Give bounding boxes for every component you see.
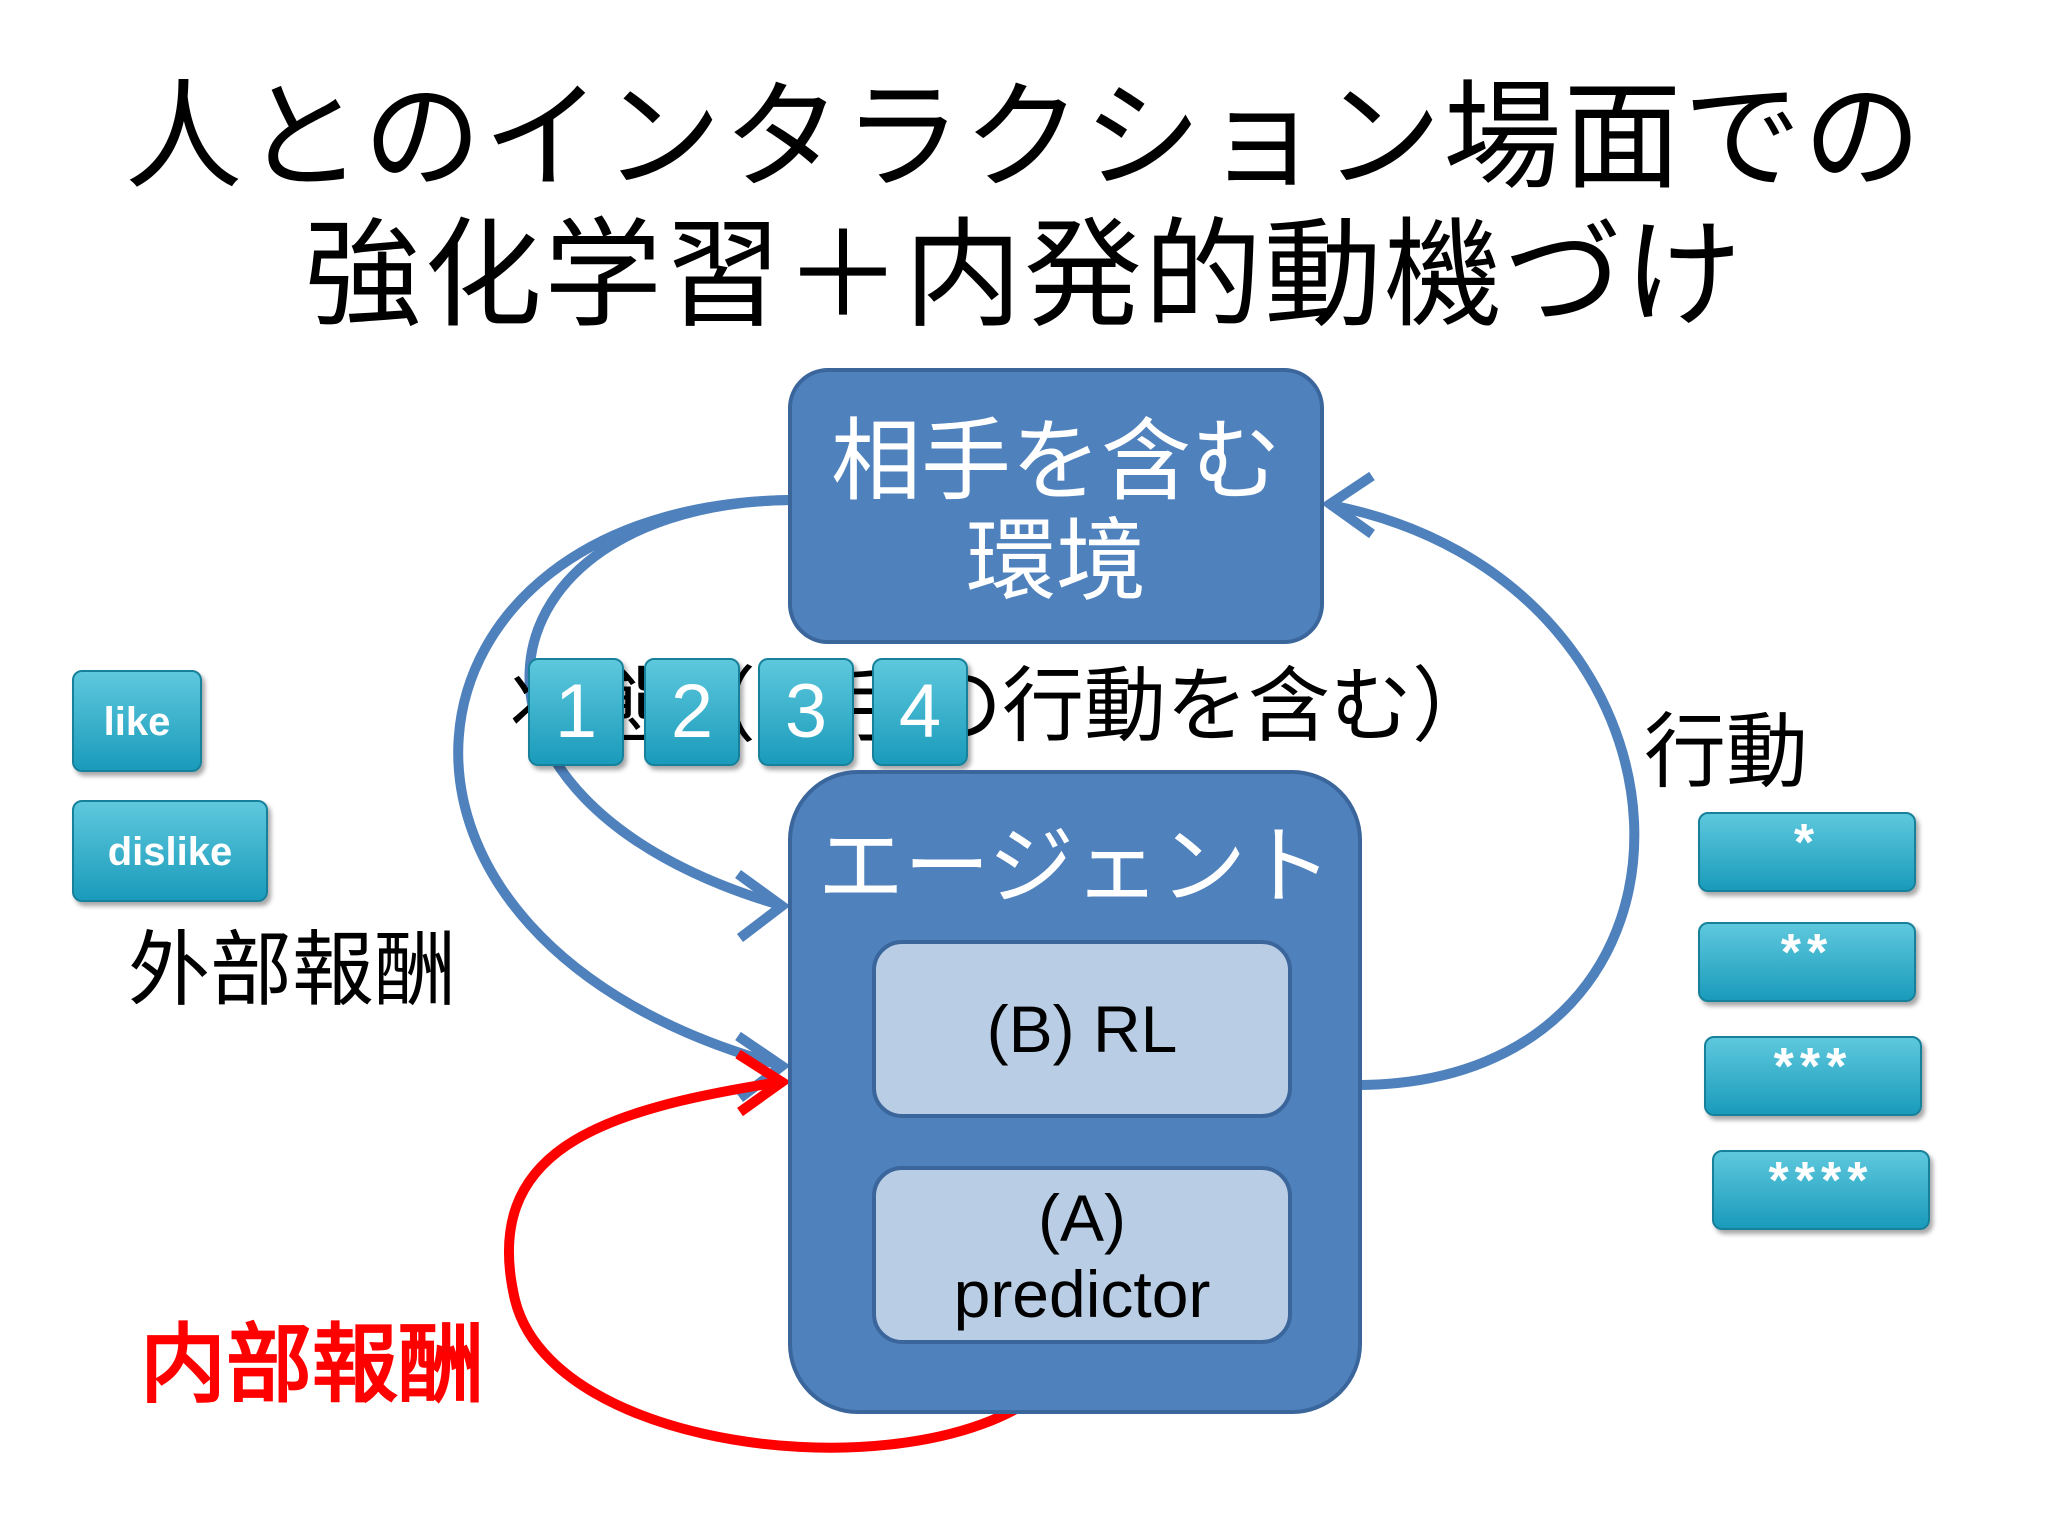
environment-label-line-2: 環境	[966, 509, 1146, 614]
action-button-2-star[interactable]: **	[1698, 922, 1916, 1002]
state-button-3[interactable]: 3	[758, 658, 854, 766]
action-arrow-head	[1321, 471, 1375, 539]
predictor-label-line-2: predictor	[953, 1257, 1211, 1331]
dislike-button[interactable]: dislike	[72, 800, 268, 902]
internal-reward-arrow-head	[735, 1049, 791, 1117]
rl-module-label: (B) RL	[986, 992, 1178, 1066]
environment-box: 相手を含む 環境	[788, 368, 1324, 644]
internal-reward-label: 内部報酬	[140, 1315, 484, 1415]
internal-reward-arrow	[504, 1077, 1085, 1453]
action-button-1-star[interactable]: *	[1698, 812, 1916, 892]
state-button-2[interactable]: 2	[644, 658, 740, 766]
environment-label-line-1: 相手を含む	[831, 409, 1281, 514]
action-button-3-star[interactable]: ***	[1704, 1036, 1922, 1116]
predictor-module-box: (A) predictor	[872, 1166, 1292, 1344]
external-reward-label: 外部報酬	[128, 923, 457, 1018]
predictor-label-line-1: (A)	[1038, 1181, 1126, 1255]
state-arrow-inner-head	[735, 869, 791, 942]
state-button-1[interactable]: 1	[528, 658, 624, 766]
page-title-line-2: 強化学習＋内発的動機づけ	[303, 206, 1744, 344]
action-label: 行動	[1644, 705, 1809, 800]
agent-box: エージェント (B) RL (A) predictor	[788, 770, 1362, 1414]
state-button-4[interactable]: 4	[872, 658, 968, 766]
agent-label: エージェント	[817, 817, 1333, 917]
like-button[interactable]: like	[72, 670, 202, 772]
page-title-line-1: 人とのインタラクション場面での	[124, 68, 1924, 206]
external-reward-arrow	[453, 495, 791, 1070]
action-arrow	[1329, 500, 1640, 1090]
rl-module-box: (B) RL	[872, 940, 1292, 1118]
action-button-4-star[interactable]: ****	[1712, 1150, 1930, 1230]
